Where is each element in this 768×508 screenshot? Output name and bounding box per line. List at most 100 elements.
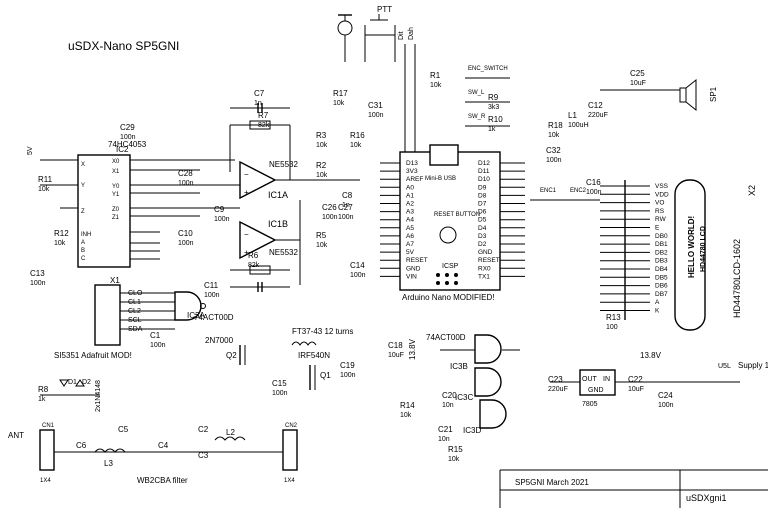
component-designator: C12 (588, 101, 603, 110)
component-designator: C13 (30, 269, 45, 278)
dah-label: Dah (408, 27, 415, 40)
component-designator: R1 (430, 71, 441, 80)
enc-switch-label: ENC_SWITCH (468, 66, 508, 72)
icsp-pin (454, 273, 458, 277)
lcd-pin: K (655, 308, 660, 315)
lcd-hello: HELLO WORLD! (687, 216, 696, 278)
ic2-pin-left: X (81, 162, 85, 168)
ic2-pin-left: C (81, 256, 86, 262)
lcd-pin: E (655, 225, 660, 232)
ic2-pin-left: B (81, 248, 85, 254)
ic2-pin-left: Y (81, 183, 85, 189)
component-value: 100n (272, 390, 288, 397)
component-designator: C26 (322, 203, 337, 212)
filter-label: WB2CBA filter (137, 476, 188, 485)
component-designator: R11 (38, 175, 53, 184)
component-value: 10uF (388, 352, 404, 359)
nano-pin-left: 5V (406, 249, 415, 256)
x1-label: X1 (110, 276, 120, 285)
component-designator: C16 (586, 178, 601, 187)
reset-button-label: RESET BUTTON (434, 212, 480, 218)
component-designator: L2 (226, 428, 235, 437)
ic2-pin-left: A (81, 240, 85, 246)
component-value: 100n (204, 292, 220, 299)
cn1-label: CN1 (42, 423, 55, 429)
icsp-pin (436, 273, 440, 277)
nano-pin-right: D5 (478, 217, 487, 224)
component-designator: C9 (214, 205, 225, 214)
svg-text:+: + (244, 188, 249, 197)
component-designator: R18 (548, 121, 563, 130)
component-value: 10k (38, 186, 50, 193)
ic2-name: IC2 (116, 145, 129, 154)
svg-text:+: + (244, 248, 249, 257)
sp1-label: SP1 (709, 86, 718, 102)
lcd-pin: DB3 (655, 258, 668, 265)
component-value: 1k (38, 396, 46, 403)
component-labels: R110kR210kR310kR510kR682kR782kR81kR93k3R… (30, 69, 674, 468)
nano-pin-left: A5 (406, 225, 414, 232)
component-value: 10k (316, 142, 328, 149)
nano-pin-right: GND (478, 249, 493, 256)
component-designator: R14 (400, 401, 415, 410)
ic4-gnd: GND (588, 387, 604, 394)
ic1b-part: NE5532 (269, 248, 298, 257)
ic3c-label: IC3C (455, 393, 473, 402)
component-designator: R9 (488, 93, 499, 102)
component-value: 10uF (628, 386, 644, 393)
icsp-pin (445, 273, 449, 277)
svg-text:−: − (244, 170, 249, 179)
component-designator: C7 (254, 89, 265, 98)
lcd-controller: HD44780LCD-1602 (732, 239, 742, 318)
component-designator: C10 (178, 229, 193, 238)
ptt-label: PTT (377, 5, 392, 14)
component-designator: C3 (198, 451, 209, 460)
ic2-part: 74HC4053 (108, 140, 147, 149)
q1-label: Q1 (320, 371, 331, 380)
u5l-label: U5L (718, 363, 731, 370)
ic2-pin-left: Z (81, 209, 85, 215)
component-designator: R12 (54, 229, 69, 238)
nano-pin-right: D3 (478, 233, 487, 240)
component-value: 1n (254, 100, 262, 107)
x2-label: X2 (747, 185, 757, 196)
component-designator: R15 (448, 445, 463, 454)
component-designator: R7 (258, 111, 269, 120)
ic2-pin-left: INH (81, 232, 91, 238)
nano-pin-left: AREF (406, 176, 423, 183)
icsp-header (436, 273, 458, 285)
sw-l-label: SW_L (468, 90, 485, 96)
component-value: 82k (258, 122, 270, 129)
q2-label: Q2 (226, 351, 237, 360)
ic1a-label: IC1A (268, 190, 288, 200)
ic1a-part: NE5532 (269, 160, 298, 169)
component-value: 100n (340, 372, 356, 379)
nano-pin-right: RESET (478, 257, 500, 264)
v138-label: 13.8V (640, 351, 662, 360)
footer-sheet: uSDXgni1 (686, 493, 727, 503)
component-value: 100n (322, 214, 338, 221)
nano-pin-right: D11 (478, 168, 490, 175)
nano-pin-left: A1 (406, 192, 414, 199)
component-designator: C8 (342, 191, 353, 200)
enc1-label: ENC1 (540, 188, 557, 194)
nano-pin-right: TX1 (478, 273, 490, 280)
component-designator: C14 (350, 261, 365, 270)
component-designator: L1 (568, 111, 577, 120)
component-designator: R13 (606, 313, 621, 322)
icsp-label: ICSP (442, 263, 459, 270)
component-designator: C28 (178, 169, 193, 178)
nano-pin-right: D8 (478, 192, 487, 199)
v5-label: 5V (27, 146, 34, 155)
component-value: 1n (342, 202, 350, 209)
speaker: SP1 (600, 78, 718, 112)
component-value: 82k (248, 262, 260, 269)
nano-pin-left: VIN (406, 273, 417, 280)
icsp-pin (436, 281, 440, 285)
